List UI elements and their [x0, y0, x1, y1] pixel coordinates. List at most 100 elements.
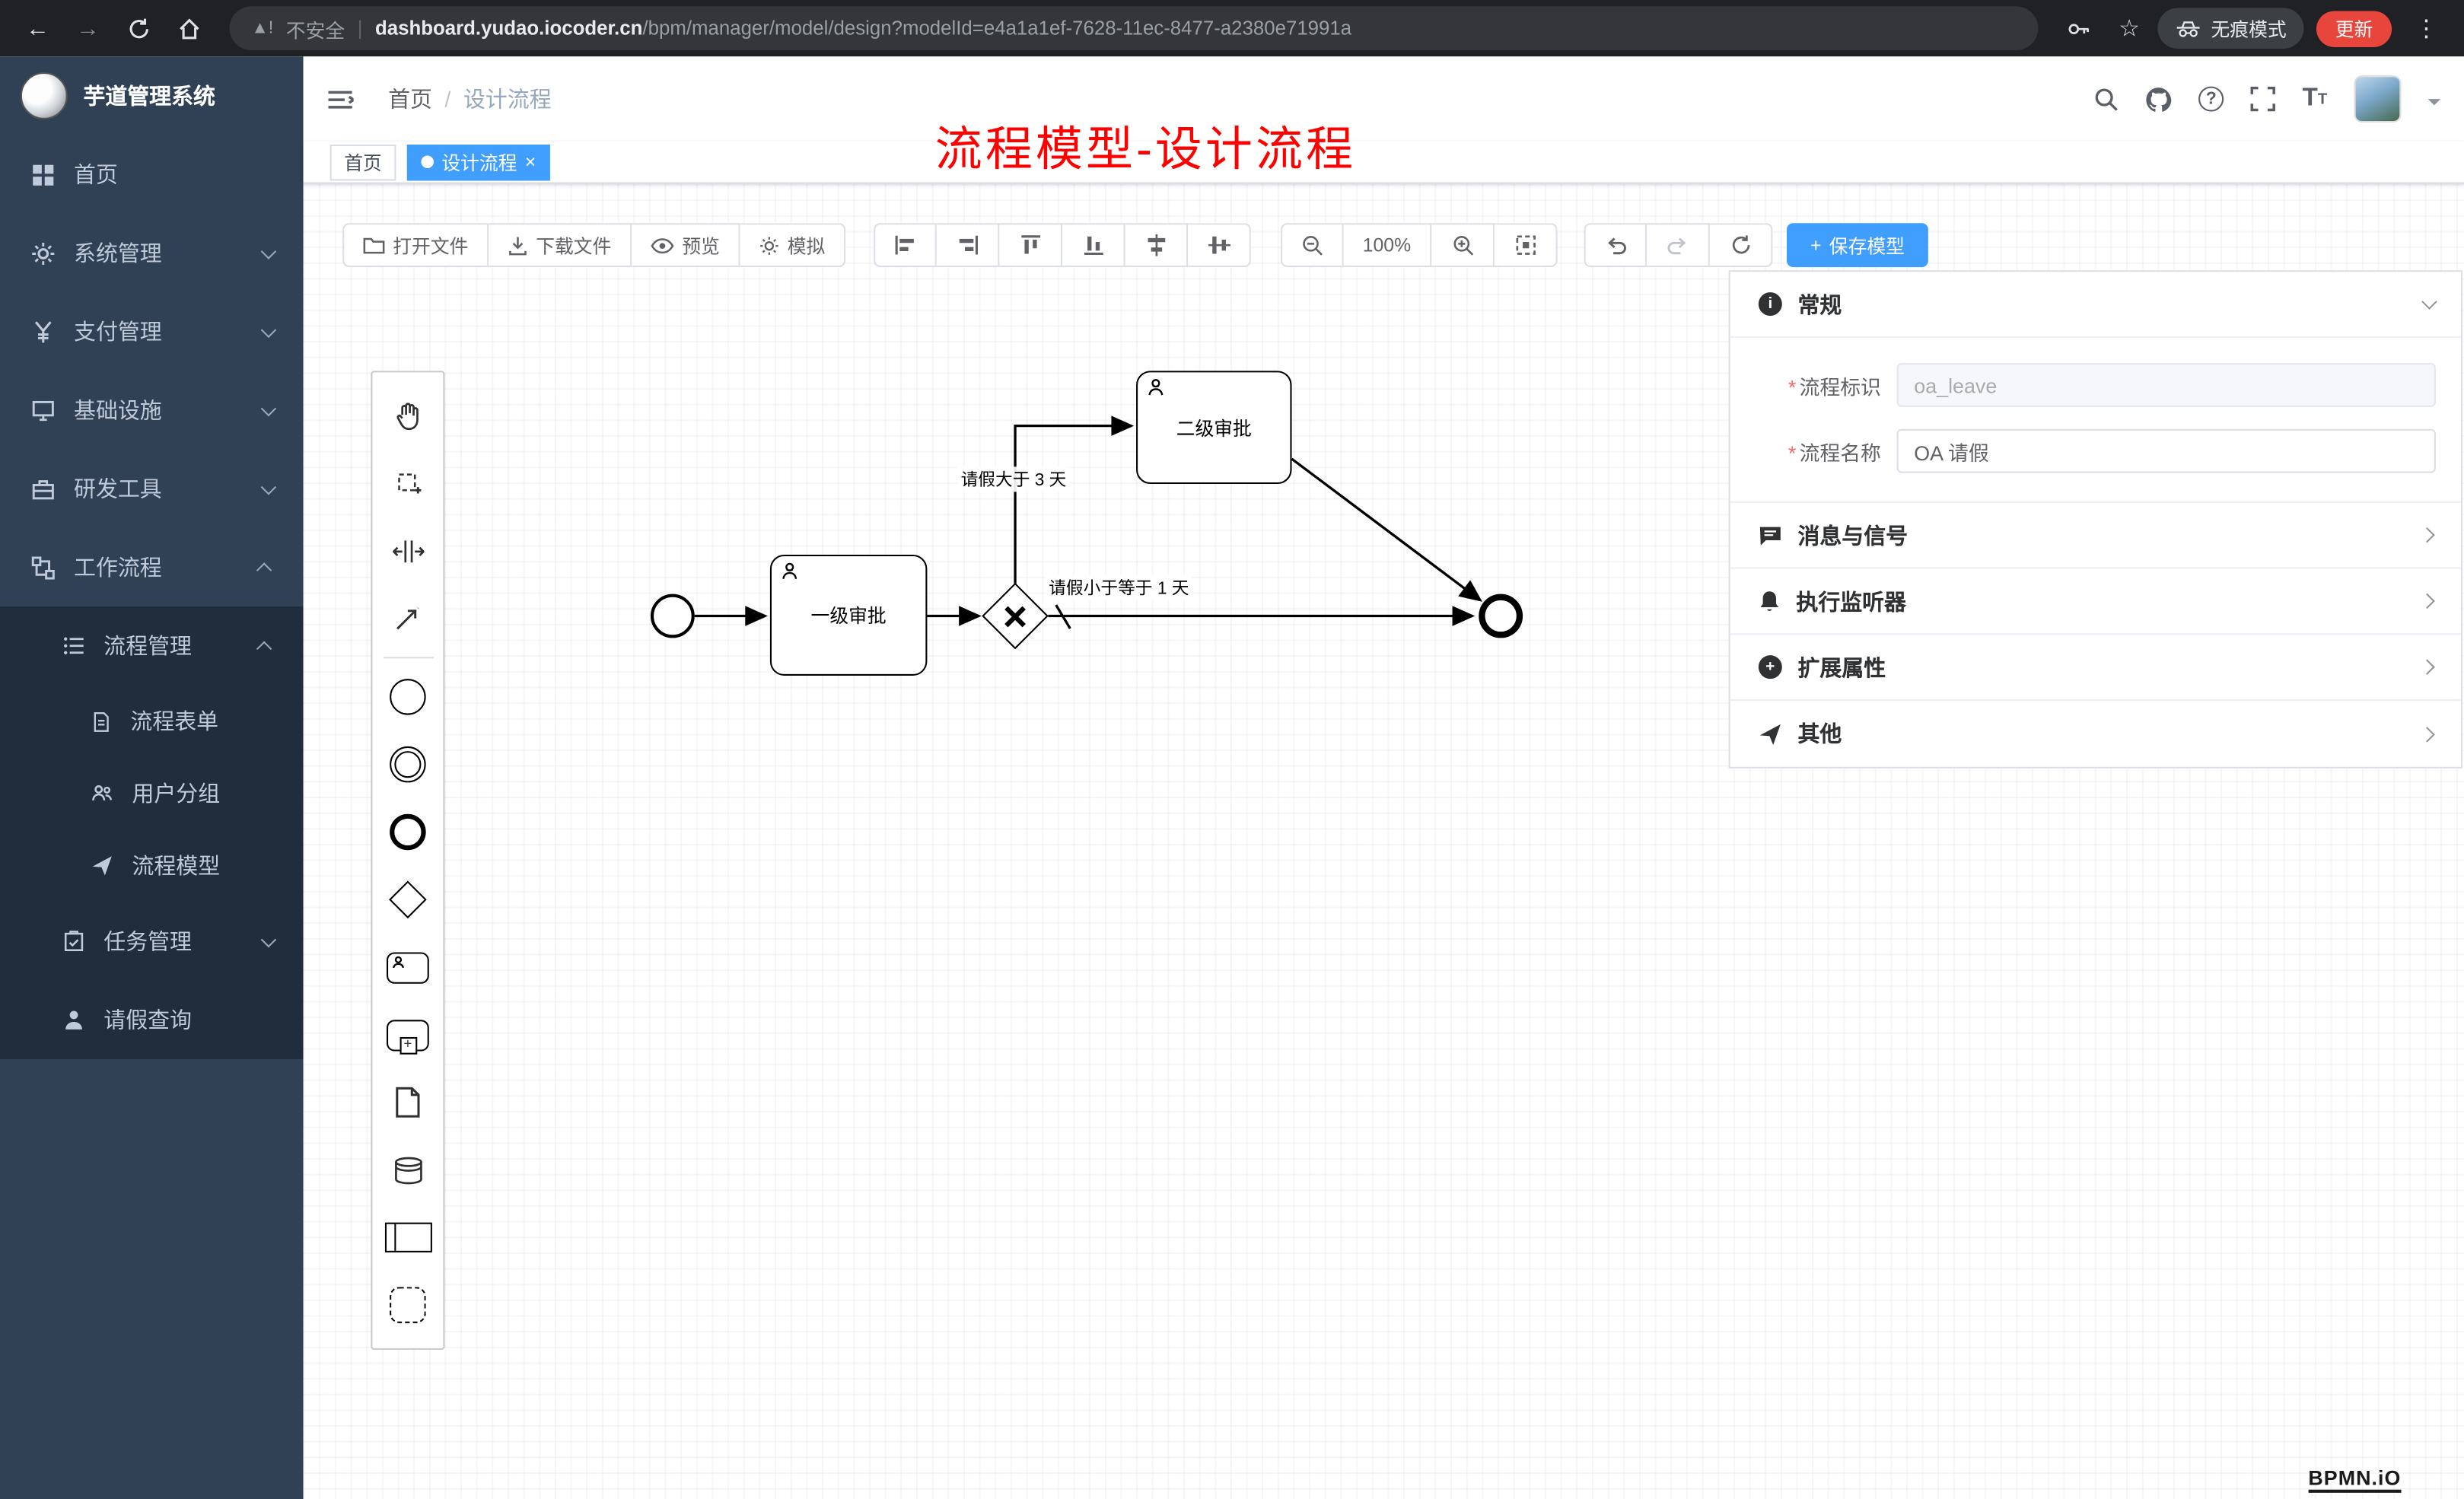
create-gateway[interactable]: [378, 866, 438, 934]
sidebar-item-task-management[interactable]: 任务管理: [0, 902, 304, 980]
task-icon: [64, 931, 84, 952]
align-center-horizontal-button[interactable]: [1125, 223, 1189, 268]
avatar-caret-icon[interactable]: [2427, 99, 2441, 112]
flow-label-gt3[interactable]: 请假大于 3 天: [957, 466, 1070, 492]
bpmn-io-watermark[interactable]: BPMN.iO: [2308, 1466, 2402, 1493]
forward-icon[interactable]: →: [76, 14, 100, 42]
save-model-button[interactable]: + 保存模型: [1787, 223, 1928, 268]
chevron-down-icon: [260, 479, 277, 495]
chevron-up-icon: [256, 562, 272, 578]
sidebar-item-leave-query[interactable]: 请假查询: [0, 981, 304, 1059]
download-file-button[interactable]: 下载文件: [489, 223, 632, 268]
sidebar-item-label: 流程模型: [132, 853, 221, 879]
end-event[interactable]: [1479, 594, 1523, 638]
create-end-event[interactable]: [378, 798, 438, 866]
url-text: dashboard.yudao.iocoder.cn/bpm/manager/m…: [375, 18, 1351, 40]
section-general[interactable]: i 常规: [1730, 272, 2461, 338]
sidebar-item-label: 系统管理: [74, 240, 162, 266]
zoom-reset-button[interactable]: [1494, 223, 1558, 268]
redo-button[interactable]: [1647, 223, 1710, 268]
avatar[interactable]: [2354, 75, 2402, 123]
zoom-out-button[interactable]: [1281, 223, 1344, 268]
lasso-tool[interactable]: [378, 450, 438, 517]
plus-circle-icon: +: [1758, 655, 1782, 679]
search-icon[interactable]: [2093, 87, 2119, 112]
app-frame: 芋道管理系统 首页 系统管理 支付管理 基础设施: [0, 56, 2464, 1499]
section-execution-listeners[interactable]: 执行监听器: [1730, 569, 2461, 635]
create-user-task[interactable]: [378, 934, 438, 1001]
align-right-button[interactable]: [936, 223, 1000, 268]
create-intermediate-event[interactable]: [378, 730, 438, 798]
sidebar-item-payment[interactable]: 支付管理: [0, 292, 304, 371]
home-icon[interactable]: [167, 6, 211, 50]
breadcrumb: 首页 / 设计流程: [388, 83, 552, 114]
sidebar-item-workflow[interactable]: 工作流程: [0, 528, 304, 606]
hamburger-icon[interactable]: [327, 88, 354, 111]
create-start-event[interactable]: [378, 663, 438, 730]
plus-icon: +: [1810, 234, 1822, 256]
sidebar-item-system[interactable]: 系统管理: [0, 214, 304, 292]
restart-button[interactable]: [1709, 223, 1773, 268]
app-title: 芋道管理系统: [83, 83, 215, 109]
sidebar-item-home[interactable]: 首页: [0, 135, 304, 214]
zoom-in-button[interactable]: [1431, 223, 1495, 268]
flow-label-le1[interactable]: 请假小于等于 1 天: [1046, 574, 1192, 600]
simulate-button[interactable]: 模拟: [740, 223, 846, 268]
task-first-approval[interactable]: 一级审批: [769, 554, 928, 676]
send-icon: [1759, 723, 1781, 744]
chevron-right-icon: [2419, 659, 2435, 675]
task-second-approval[interactable]: 二级审批: [1136, 371, 1292, 485]
breadcrumb-home[interactable]: 首页: [388, 86, 432, 112]
sidebar-item-devtools[interactable]: 研发工具: [0, 450, 304, 528]
eye-icon: [651, 237, 674, 253]
sidebar-item-process-management[interactable]: 流程管理: [0, 606, 304, 685]
tab-home[interactable]: 首页: [329, 143, 396, 180]
sidebar-item-label: 研发工具: [74, 476, 162, 501]
close-icon[interactable]: ×: [524, 151, 536, 173]
bpmn-canvas[interactable]: 打开文件 下载文件 预览 模拟: [303, 183, 2464, 1499]
process-model-icon: [92, 856, 112, 876]
align-center-vertical-button[interactable]: [1188, 223, 1251, 268]
fullscreen-icon[interactable]: [2250, 86, 2276, 112]
create-subprocess[interactable]: [378, 1001, 438, 1068]
undo-button[interactable]: [1584, 223, 1647, 268]
chevron-up-icon: [256, 640, 272, 656]
help-icon[interactable]: ?: [2198, 86, 2224, 112]
create-participant[interactable]: [378, 1204, 438, 1271]
incognito-icon: [2176, 21, 2200, 37]
reload-icon[interactable]: [116, 6, 161, 50]
sidebar-item-infrastructure[interactable]: 基础设施: [0, 371, 304, 449]
section-other[interactable]: 其他: [1730, 701, 2461, 767]
section-message-signal[interactable]: 消息与信号: [1730, 503, 2461, 569]
align-top-button[interactable]: [999, 223, 1063, 268]
create-group[interactable]: [378, 1271, 438, 1339]
sidebar-item-label: 用户分组: [132, 781, 221, 807]
space-tool[interactable]: [378, 517, 438, 584]
sidebar-item-user-group[interactable]: 用户分组: [0, 757, 304, 829]
start-event[interactable]: [650, 594, 695, 638]
align-bottom-button[interactable]: [1062, 223, 1125, 268]
process-name-input[interactable]: [1896, 428, 2436, 473]
address-bar[interactable]: ▲! 不安全 | dashboard.yudao.iocoder.cn/bpm/…: [229, 6, 2039, 51]
open-file-button[interactable]: 打开文件: [342, 223, 489, 268]
bookmark-star-icon[interactable]: ☆: [2119, 15, 2141, 43]
section-extended-properties[interactable]: + 扩展属性: [1730, 635, 2461, 702]
github-icon[interactable]: [2145, 86, 2172, 113]
create-data-store[interactable]: [378, 1136, 438, 1204]
browser-update-button[interactable]: 更新: [2316, 10, 2392, 46]
global-connect-tool[interactable]: [378, 584, 438, 652]
align-left-button[interactable]: [874, 223, 937, 268]
create-data-object[interactable]: [378, 1068, 438, 1136]
user-task-icon: [782, 562, 797, 580]
browser-menu-icon[interactable]: ⋮: [2415, 15, 2439, 43]
sidebar-item-process-model[interactable]: 流程模型: [0, 829, 304, 902]
back-icon[interactable]: ←: [26, 14, 50, 42]
bpmn-connections[interactable]: [304, 184, 2464, 1499]
sidebar-item-process-form[interactable]: 流程表单: [0, 685, 304, 757]
preview-button[interactable]: 预览: [632, 223, 740, 268]
tab-design-process[interactable]: 设计流程 ×: [406, 143, 550, 180]
hand-tool[interactable]: [378, 382, 438, 450]
key-icon[interactable]: [2057, 6, 2101, 50]
